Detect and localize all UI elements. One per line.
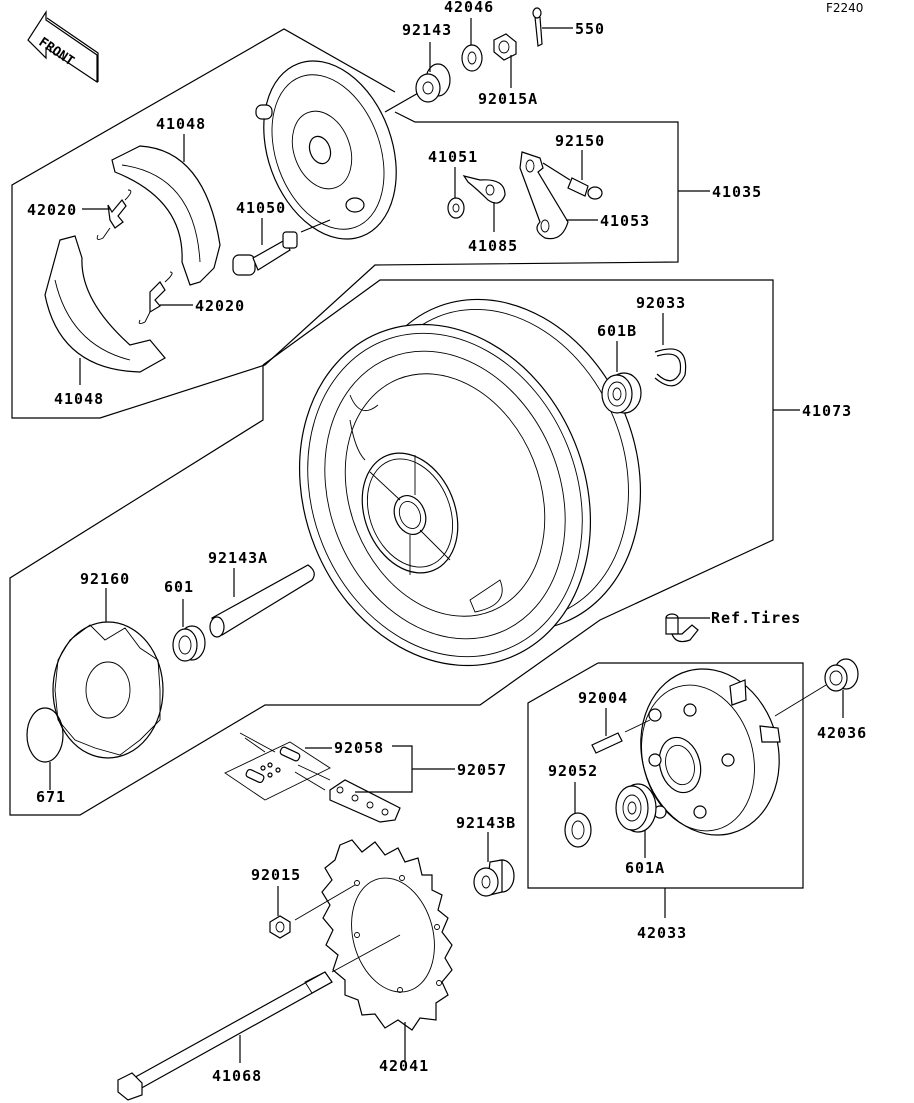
- label-671[interactable]: 671: [36, 788, 66, 806]
- label-92143B[interactable]: 92143B: [456, 814, 516, 832]
- label-41048-top[interactable]: 41048: [156, 115, 206, 133]
- collar-42036-part[interactable]: [774, 658, 859, 718]
- ref-tires-link[interactable]: Ref.Tires: [711, 609, 801, 627]
- seal-41051-part[interactable]: [447, 167, 465, 219]
- brake-panel-part[interactable]: [240, 42, 421, 257]
- hub-group-outline: [527, 662, 804, 918]
- label-92143[interactable]: 92143: [402, 21, 452, 39]
- label-42046[interactable]: 42046: [444, 0, 494, 16]
- label-92143A[interactable]: 92143A: [208, 549, 268, 567]
- label-41048-bottom[interactable]: 41048: [54, 390, 104, 408]
- hub-42033-part[interactable]: [623, 653, 798, 850]
- bolt-92150-part[interactable]: [542, 150, 603, 200]
- bearing-601B-part[interactable]: [601, 341, 642, 414]
- label-41053[interactable]: 41053: [600, 212, 650, 230]
- indicator-41085-part[interactable]: [462, 175, 506, 232]
- lever-41053-part[interactable]: [519, 151, 598, 240]
- cotter-pin-550-part[interactable]: [532, 7, 573, 47]
- label-41068[interactable]: 41068: [212, 1067, 262, 1085]
- o-ring-671-part[interactable]: [26, 707, 64, 790]
- spacer-92143A-part[interactable]: [209, 564, 315, 638]
- brake-panel-group-outline: [11, 28, 710, 419]
- circlip-92033-part[interactable]: [654, 313, 687, 387]
- spring-42020-top-part[interactable]: [82, 189, 132, 240]
- label-92052[interactable]: 92052: [548, 762, 598, 780]
- label-41051[interactable]: 41051: [428, 148, 478, 166]
- label-92004[interactable]: 92004: [578, 689, 628, 707]
- nut-92015A-part[interactable]: [493, 33, 517, 88]
- bearing-601A-part[interactable]: [615, 783, 657, 858]
- label-92015A[interactable]: 92015A: [478, 90, 538, 108]
- label-92057[interactable]: 92057: [457, 761, 507, 779]
- damper-92160-part[interactable]: [52, 588, 164, 759]
- brake-cam-41050-part[interactable]: [232, 218, 331, 276]
- label-92160[interactable]: 92160: [80, 570, 130, 588]
- label-550[interactable]: 550: [575, 20, 605, 38]
- label-42020-bottom[interactable]: 42020: [195, 297, 245, 315]
- brake-shoe-bottom-part[interactable]: [44, 235, 166, 385]
- label-41050[interactable]: 41050: [236, 199, 286, 217]
- seal-92052-part[interactable]: [564, 782, 592, 848]
- valve-ref-tires-part[interactable]: [665, 613, 710, 643]
- wheel-group-outline: [9, 279, 800, 816]
- front-arrow-icon: FRONT: [27, 9, 99, 84]
- label-92033[interactable]: 92033: [636, 294, 686, 312]
- label-41073[interactable]: 41073: [802, 402, 852, 420]
- label-601[interactable]: 601: [164, 578, 194, 596]
- figure-id: F2240: [826, 1, 863, 15]
- bearing-601-part[interactable]: [172, 599, 206, 662]
- axle-41068-part[interactable]: [117, 934, 401, 1101]
- spring-42020-bottom-part[interactable]: [138, 271, 193, 325]
- sprocket-42041-part[interactable]: [321, 839, 453, 1062]
- label-42033[interactable]: 42033: [637, 924, 687, 942]
- label-92015[interactable]: 92015: [251, 866, 301, 884]
- collar-92143B-part[interactable]: [473, 832, 515, 897]
- stud-92004-part[interactable]: [591, 708, 651, 754]
- label-601A[interactable]: 601A: [625, 859, 665, 877]
- washer-42046-part[interactable]: [461, 18, 483, 72]
- label-92150[interactable]: 92150: [555, 132, 605, 150]
- label-42020-top[interactable]: 42020: [27, 201, 77, 219]
- wheel-41073-part[interactable]: [250, 257, 689, 710]
- label-41085[interactable]: 41085: [468, 237, 518, 255]
- nut-92015-part[interactable]: [269, 884, 356, 939]
- label-92058[interactable]: 92058: [334, 739, 384, 757]
- chain-92057-part[interactable]: [224, 732, 455, 823]
- label-42036[interactable]: 42036: [817, 724, 867, 742]
- label-601B[interactable]: 601B: [597, 322, 637, 340]
- collar-92143-part[interactable]: [415, 42, 451, 103]
- label-42041[interactable]: 42041: [379, 1057, 429, 1075]
- brake-shoe-top-part[interactable]: [111, 134, 221, 286]
- label-41035[interactable]: 41035: [712, 183, 762, 201]
